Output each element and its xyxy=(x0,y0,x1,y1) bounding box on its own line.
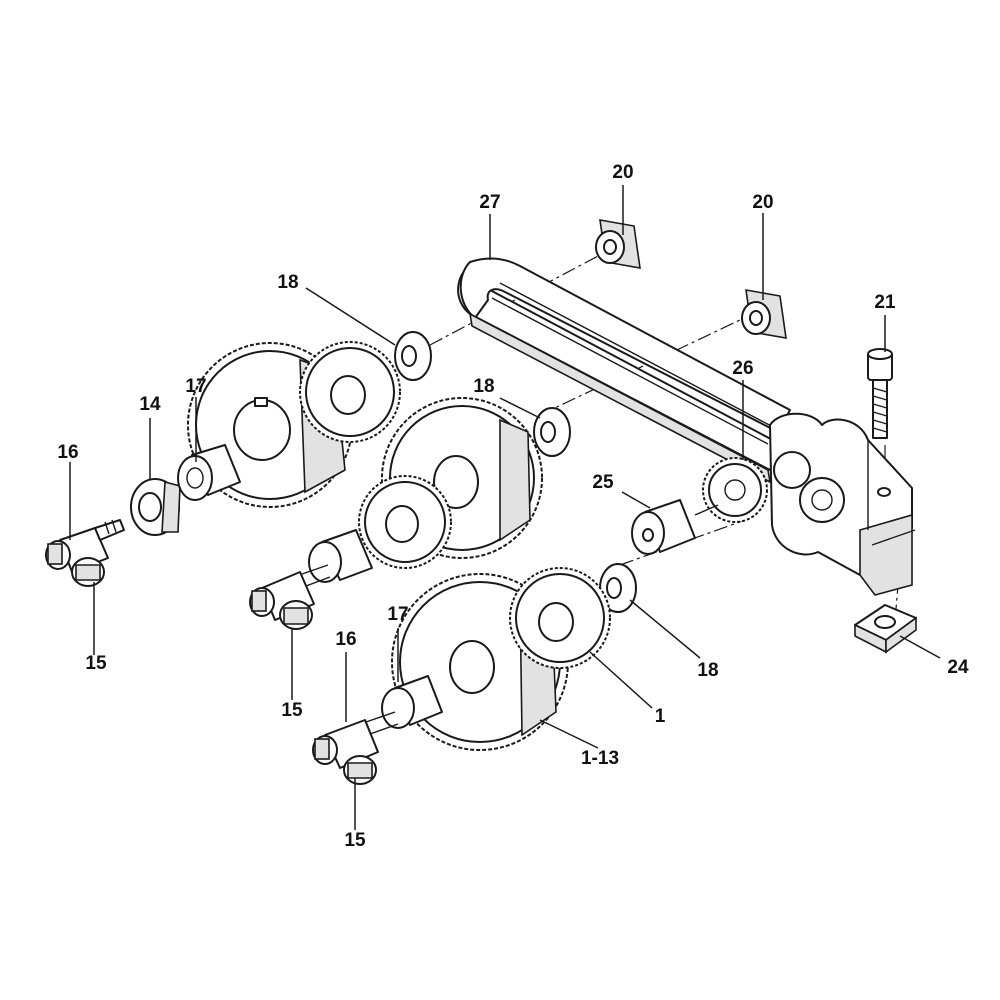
callout-24: 24 xyxy=(947,657,969,678)
gear-middle-small xyxy=(358,475,452,569)
callout-1: 1 xyxy=(655,706,666,727)
callout-18-top: 18 xyxy=(277,272,298,293)
washer-top xyxy=(394,331,432,381)
sleeve-rear xyxy=(177,444,241,501)
spacer-ring xyxy=(130,478,181,536)
bolt-assembly-front xyxy=(312,711,399,785)
callout-21: 21 xyxy=(874,292,896,313)
sleeve-front xyxy=(381,675,443,729)
cap-screw xyxy=(867,348,893,439)
callout-20-right: 20 xyxy=(752,192,773,213)
callout-labels: 20 27 20 18 21 17 14 18 26 16 25 17 16 1… xyxy=(57,162,969,851)
sleeve-middle xyxy=(308,529,373,583)
washer-middle xyxy=(533,407,571,457)
callout-1-13: 1-13 xyxy=(581,748,619,769)
callout-15-front: 15 xyxy=(344,830,366,851)
callout-15-middle: 15 xyxy=(281,700,303,721)
callout-17-rear: 17 xyxy=(185,376,206,397)
quadrant-bar xyxy=(457,257,791,484)
gear-front-small xyxy=(509,567,611,669)
bolt-assembly-rear xyxy=(45,519,125,587)
callout-18-bottom: 18 xyxy=(697,660,718,681)
callout-20-top: 20 xyxy=(612,162,633,183)
callout-26: 26 xyxy=(732,358,753,379)
callout-27: 27 xyxy=(479,192,500,213)
callout-16-front: 16 xyxy=(335,629,356,650)
callout-25: 25 xyxy=(592,472,614,493)
pinion-gear xyxy=(702,457,768,523)
gear-rear-small xyxy=(299,341,401,443)
callout-17-front: 17 xyxy=(387,604,408,625)
slide-nut-upper xyxy=(595,219,641,269)
leader-lines xyxy=(69,185,941,830)
bushing-25 xyxy=(631,499,719,555)
clamp-block xyxy=(769,412,916,596)
square-nut xyxy=(854,604,917,654)
callout-14: 14 xyxy=(139,394,161,415)
slide-nut-lower xyxy=(741,289,787,339)
callout-15-rear: 15 xyxy=(85,653,107,674)
callout-18-middle: 18 xyxy=(473,376,494,397)
callout-16-rear: 16 xyxy=(57,442,78,463)
bolt-assembly-middle xyxy=(249,564,331,630)
